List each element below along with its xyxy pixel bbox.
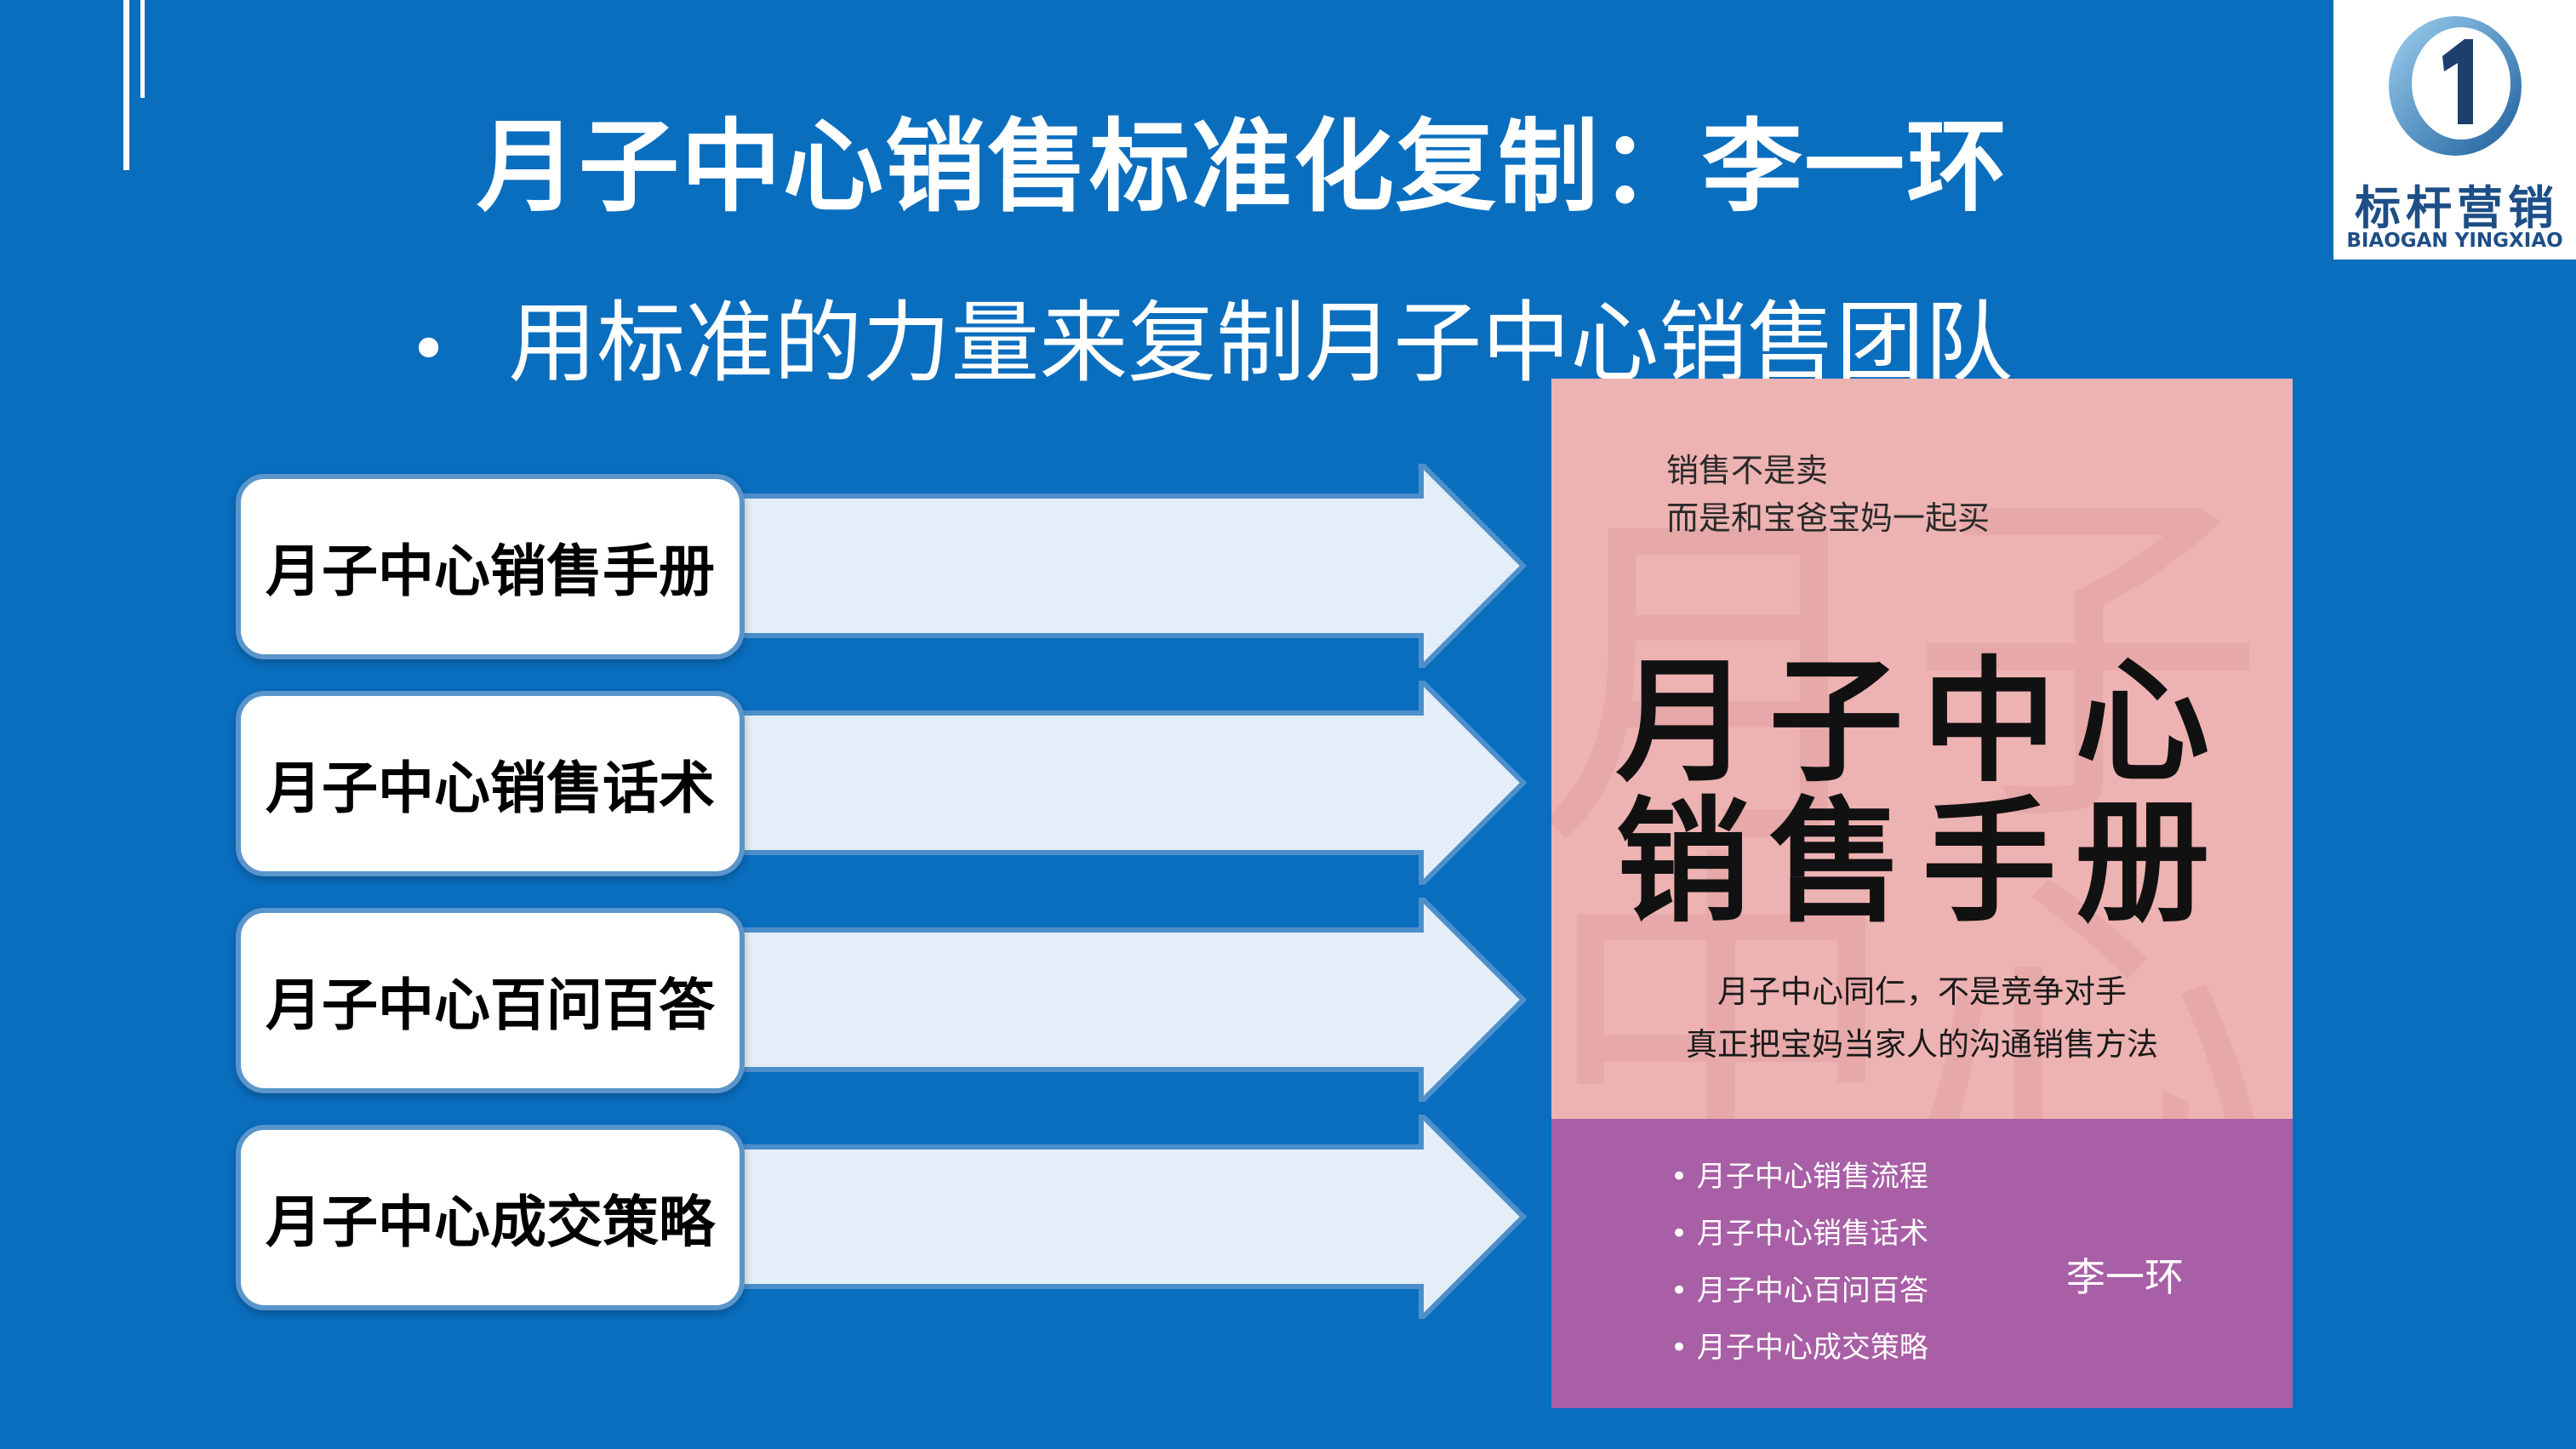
book-description: 真正把宝妈当家人的沟通销售方法 <box>1686 1026 2158 1063</box>
book-description: 月子中心同仁，不是竞争对手 <box>1717 973 2127 1010</box>
item-label: 月子中心成交策略 <box>236 1125 745 1310</box>
arrow-right-icon <box>732 1115 1528 1319</box>
book-contents-item: • 月子中心销售流程 <box>1671 1160 1928 1194</box>
list-item: 月子中心百问百答 <box>0 898 1532 1102</box>
logo-mark-icon <box>2389 16 2522 156</box>
subtitle-text: 用标准的力量来复制月子中心销售团队 <box>508 291 2013 395</box>
book-contents-item: • 月子中心成交策略 <box>1671 1331 1928 1365</box>
list-item: 月子中心成交策略 <box>0 1115 1532 1319</box>
book-title: 月子中心 <box>1615 643 2229 801</box>
book-author: 李一环 <box>2066 1254 2184 1300</box>
book-contents-band: • 月子中心销售流程 • 月子中心销售话术 • 月子中心百问百答 • 月子中心成… <box>1551 1119 2293 1408</box>
arrow-right-icon <box>732 464 1528 668</box>
item-label: 月子中心百问百答 <box>236 908 745 1093</box>
slide-subtitle: • 用标准的力量来复制月子中心销售团队 <box>408 271 2013 399</box>
arrow-right-icon <box>732 898 1528 1102</box>
slide-title: 月子中心销售标准化复制：李一环 <box>476 108 2008 225</box>
list-item: 月子中心销售手册 <box>0 464 1532 668</box>
arrow-right-icon <box>732 681 1528 885</box>
bullet-icon: • <box>408 310 449 390</box>
brand-logo: 标杆营销 BIAOGAN YINGXIAO <box>2333 0 2576 260</box>
decorative-line <box>140 0 145 98</box>
book-title: 销售手册 <box>1615 784 2229 941</box>
book-watermark: 月 子 中 心 <box>1551 454 2266 1119</box>
logo-chinese-text: 标杆营销 <box>2355 181 2559 235</box>
logo-english-text: BIAOGAN YINGXIAO <box>2346 230 2563 252</box>
item-label: 月子中心销售话术 <box>236 691 745 876</box>
decorative-line <box>123 0 129 170</box>
book-contents-item: • 月子中心百问百答 <box>1671 1274 1928 1308</box>
book-cover-image: 月 子 中 心 销售不是卖 而是和宝爸宝妈一起买 月子中心 销售手册 月子中心同… <box>1551 379 2293 1408</box>
book-contents-item: • 月子中心销售话术 <box>1671 1217 1928 1251</box>
item-label: 月子中心销售手册 <box>236 474 745 659</box>
list-item: 月子中心销售话术 <box>0 681 1532 885</box>
book-tagline: 销售不是卖 而是和宝爸宝妈一起买 <box>1666 452 1991 537</box>
